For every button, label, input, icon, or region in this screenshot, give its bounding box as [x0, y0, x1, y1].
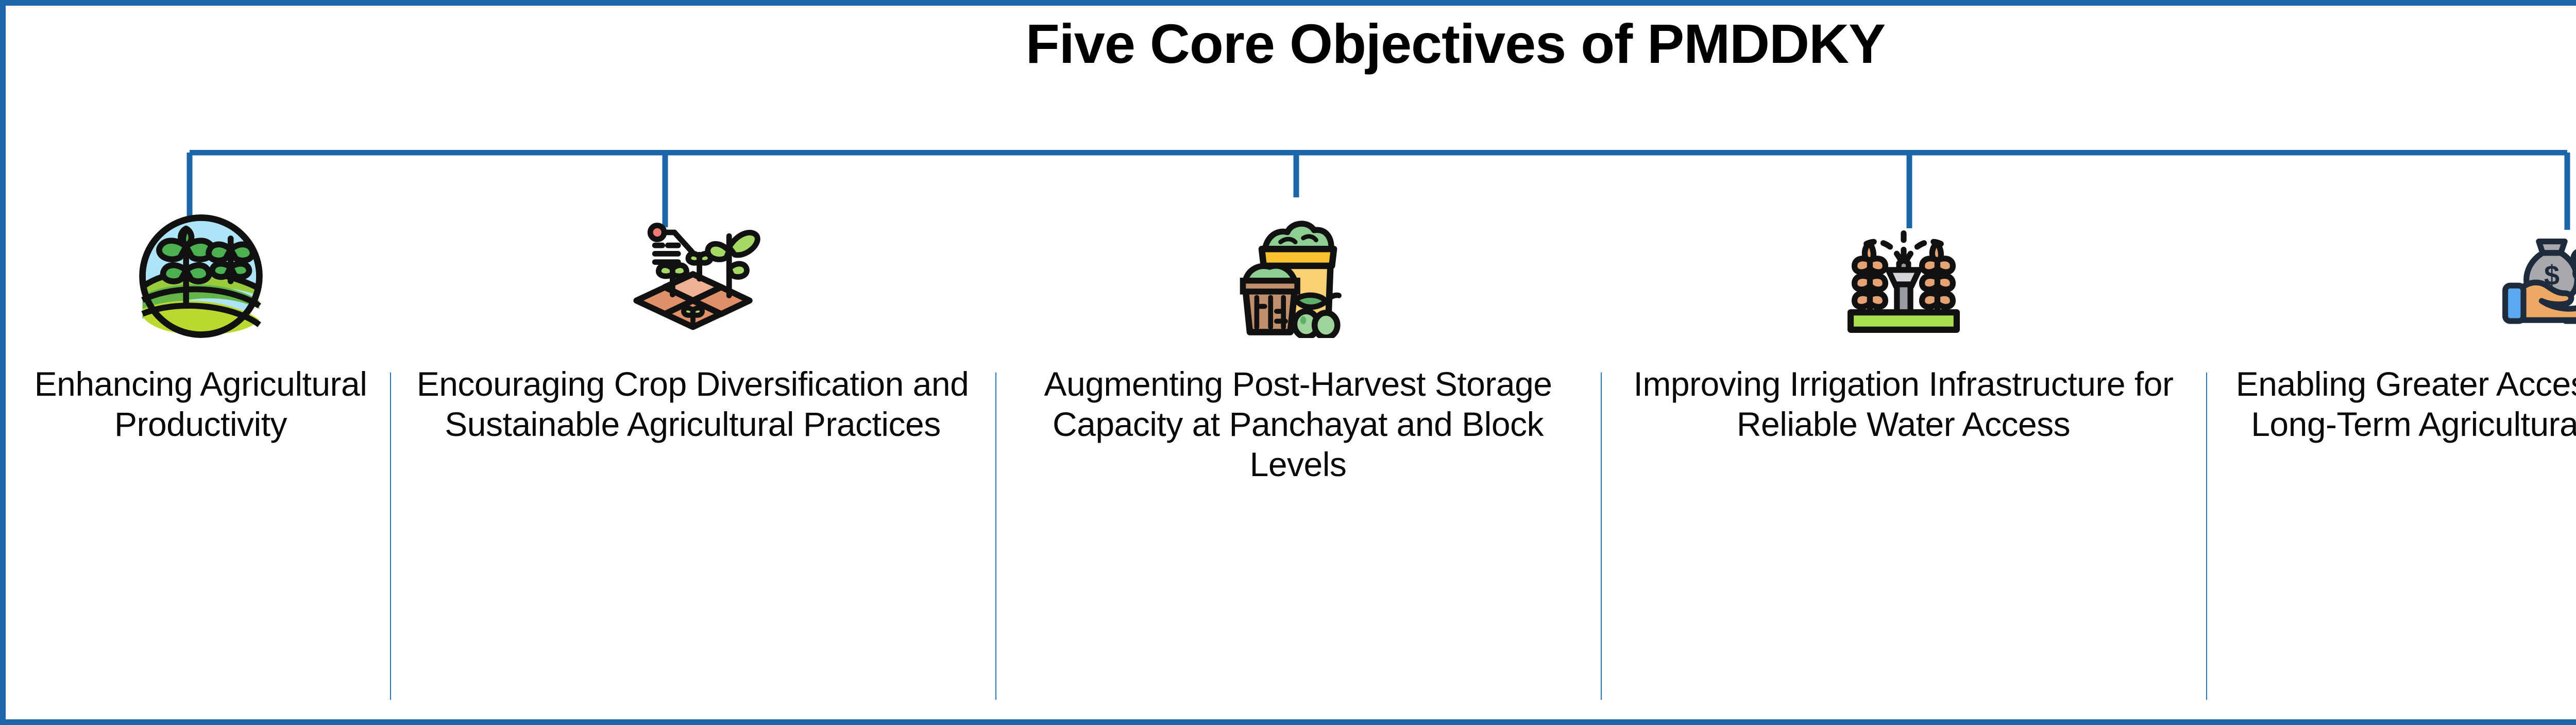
objective-card-3[interactable]: Augmenting Post-Harvest Storage Capacity… — [995, 212, 1601, 700]
objective-card-1[interactable]: Enhancing Agricultural Productivity — [11, 212, 390, 445]
crop-diversification-plots-icon — [623, 212, 762, 341]
grain-sack-basket-storage-icon — [1234, 212, 1363, 341]
farm-field-circle-icon — [137, 212, 265, 341]
hand-money-bag-plant-credit-icon: $ — [2489, 212, 2576, 341]
objective-card-5[interactable]: $ — [2206, 212, 2576, 700]
objective-card-2[interactable]: Encouraging Crop Diversification and Sus… — [390, 212, 995, 700]
objectives-row: Enhancing Agricultural Productivity — [11, 212, 2576, 700]
objective-caption-2: Encouraging Crop Diversification and Sus… — [416, 365, 969, 443]
objective-caption-4: Improving Irrigation Infrastructure for … — [1633, 365, 2174, 443]
irrigation-sprinkler-icon — [1836, 212, 1971, 341]
objective-caption-1: Enhancing Agricultural Productivity — [34, 365, 367, 443]
objective-card-4[interactable]: Improving Irrigation Infrastructure for … — [1601, 212, 2206, 700]
objective-caption-5: Enabling Greater Access to Short-Term an… — [2235, 365, 2576, 443]
page-title: Five Core Objectives of PMDDKY — [1025, 12, 1886, 75]
objective-caption-3: Augmenting Post-Harvest Storage Capacity… — [1044, 365, 1552, 483]
